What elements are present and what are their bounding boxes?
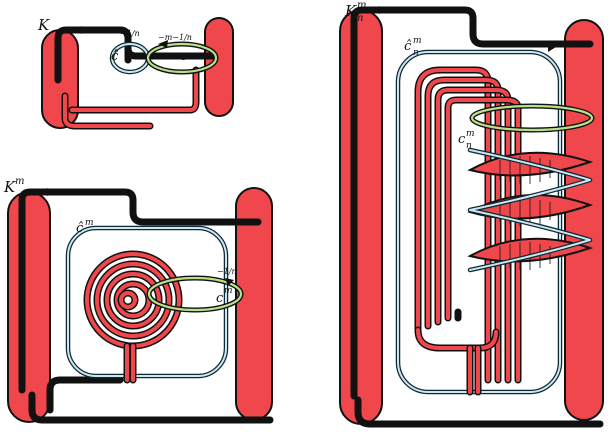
spiral-ring-2-in [95,262,171,338]
curve-c-Km-in [147,276,243,312]
label-c-Knm: c [458,132,466,147]
curve-c-K-in [146,42,218,74]
label-c-K: c [180,49,188,64]
title-Knm-sub: n [357,13,363,24]
coef-Km: −1/n [217,267,237,276]
ribbon-right-Knm [564,19,604,421]
panel-Km: K m ĉ m c m −1/n [3,176,274,424]
coef-left-K: −1/n [120,29,140,38]
arrow-c-K [158,40,168,48]
band-outer-Knm [350,6,604,428]
label-chat-Knm-sup: m [413,36,422,46]
arrow-c-Km [225,278,234,286]
loop-3-in [436,88,510,382]
spiral-ring-5-in [119,291,137,309]
ribbon-left-Knm [339,9,383,425]
label-chat-Knm-sub: n [413,48,419,58]
label-chat-Knm: ĉ [404,39,412,54]
arrow-Knm [372,6,380,14]
curve-chat-Km-in [67,227,227,377]
twist-region-Knm [467,147,594,273]
label-c-Km: c [216,291,224,306]
knot-strand-K-in [70,68,198,112]
label-chat-K: ĉ [111,49,119,64]
label-chat-Km: ĉ [76,221,84,236]
spiral-Km [83,250,183,384]
tails-Knm-in [468,346,480,394]
title-Knm: K [344,2,357,20]
label-c-Km-sup: m [224,286,233,296]
loop-2-in [426,78,500,382]
nested-loops-Knm [414,66,522,396]
band-K [63,94,152,128]
label-c-Knm-sup: m [466,129,475,139]
arrow-K [74,26,82,34]
band-outer-Km [18,188,274,424]
arrow-Km [40,188,48,196]
ribbon-left-Km [7,191,51,423]
title-Knm-sup: m [357,0,366,11]
title-Km: K [3,178,16,196]
spiral-ring-3-in [105,272,161,328]
arrow-chat-Knm [548,44,556,52]
twist-teal-strand-in [469,149,591,271]
title-Km-sup: m [15,176,24,187]
spiral-tails-in [125,344,135,382]
loop-5-in [416,328,498,350]
curve-c-Knm-in [470,104,594,132]
title-K: K [37,16,50,34]
label-c-Knm-sub: n [466,141,472,151]
panel-Knm: K m n ĉ m n c m n [339,0,604,428]
panel-K: K ĉ c −1/n −m−1/n [37,16,234,130]
coef-right-K: −m−1/n [158,33,192,42]
label-chat-Km-sup: m [85,218,94,228]
